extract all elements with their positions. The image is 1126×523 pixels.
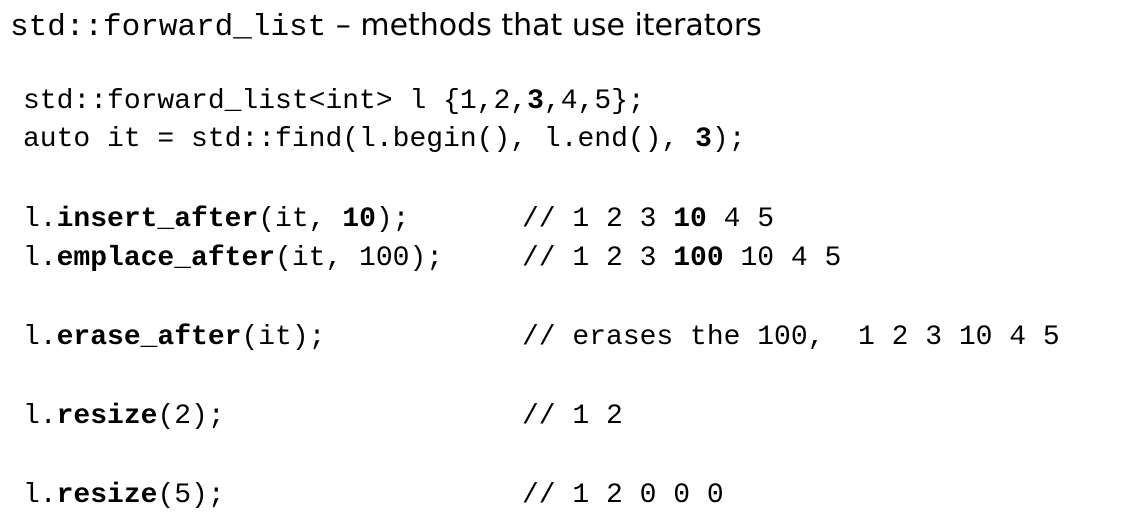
decl-highlight: 3 xyxy=(527,86,544,117)
comment-emplace-after: // 1 2 3 100 10 4 5 xyxy=(522,239,841,279)
code-line-resize-5: l.resize(5); xyxy=(23,476,225,516)
decl-part: ,4,5}; xyxy=(543,86,645,117)
comment-part: // 1 2 3 xyxy=(522,204,674,235)
comment-resize-5: // 1 2 0 0 0 xyxy=(522,480,724,511)
method-name: resize xyxy=(56,480,158,511)
method-name: insert_after xyxy=(56,204,259,235)
comment-part: // 1 2 3 xyxy=(522,243,674,274)
find-part: auto it = std::find(l.begin(), l.end(), xyxy=(23,124,696,155)
method-name: resize xyxy=(56,401,158,432)
comment-part: 4 5 xyxy=(706,204,775,235)
method-name: erase_after xyxy=(56,322,242,353)
code-line-declaration: std::forward_list<int> l {1,2,3,4,5}; xyxy=(23,82,645,122)
args-part: (5); xyxy=(157,480,225,511)
code-line-erase-after: l.erase_after(it); xyxy=(23,318,325,358)
args-part: (it, xyxy=(258,204,343,235)
comment-resize-2: // 1 2 xyxy=(522,401,623,432)
object-name: l. xyxy=(23,204,57,235)
comment-highlight: 10 xyxy=(673,204,707,235)
object-name: l. xyxy=(23,480,57,511)
decl-part: std::forward_list<int> l {1,2, xyxy=(23,86,528,117)
find-highlight: 3 xyxy=(695,124,712,155)
args-part: (it); xyxy=(241,322,326,353)
object-name: l. xyxy=(23,243,57,274)
object-name: l. xyxy=(23,322,57,353)
method-name: emplace_after xyxy=(56,243,276,274)
comment-part: 10 4 5 xyxy=(723,243,842,274)
title-code: std::forward_list xyxy=(10,10,327,45)
code-line-insert-after: l.insert_after(it, 10); xyxy=(23,200,409,240)
title-separator: – xyxy=(326,8,361,43)
comment-highlight: 100 xyxy=(673,243,724,274)
args-part: (2); xyxy=(157,401,225,432)
title-text: methods that use iterators xyxy=(360,8,762,43)
args-part: ); xyxy=(375,204,410,235)
args-part: (it, 100); xyxy=(275,243,444,274)
code-line-find: auto it = std::find(l.begin(), l.end(), … xyxy=(23,120,746,160)
slide-title: std::forward_list – methods that use ite… xyxy=(10,2,762,48)
args-highlight: 10 xyxy=(342,204,376,235)
comment-erase-after: // erases the 100, 1 2 3 10 4 5 xyxy=(522,322,1060,353)
code-line-emplace-after: l.emplace_after(it, 100); xyxy=(23,239,443,279)
object-name: l. xyxy=(23,401,57,432)
find-part: ); xyxy=(711,124,746,155)
code-line-resize-2: l.resize(2); xyxy=(23,397,225,437)
comment-insert-after: // 1 2 3 10 4 5 xyxy=(522,200,774,240)
